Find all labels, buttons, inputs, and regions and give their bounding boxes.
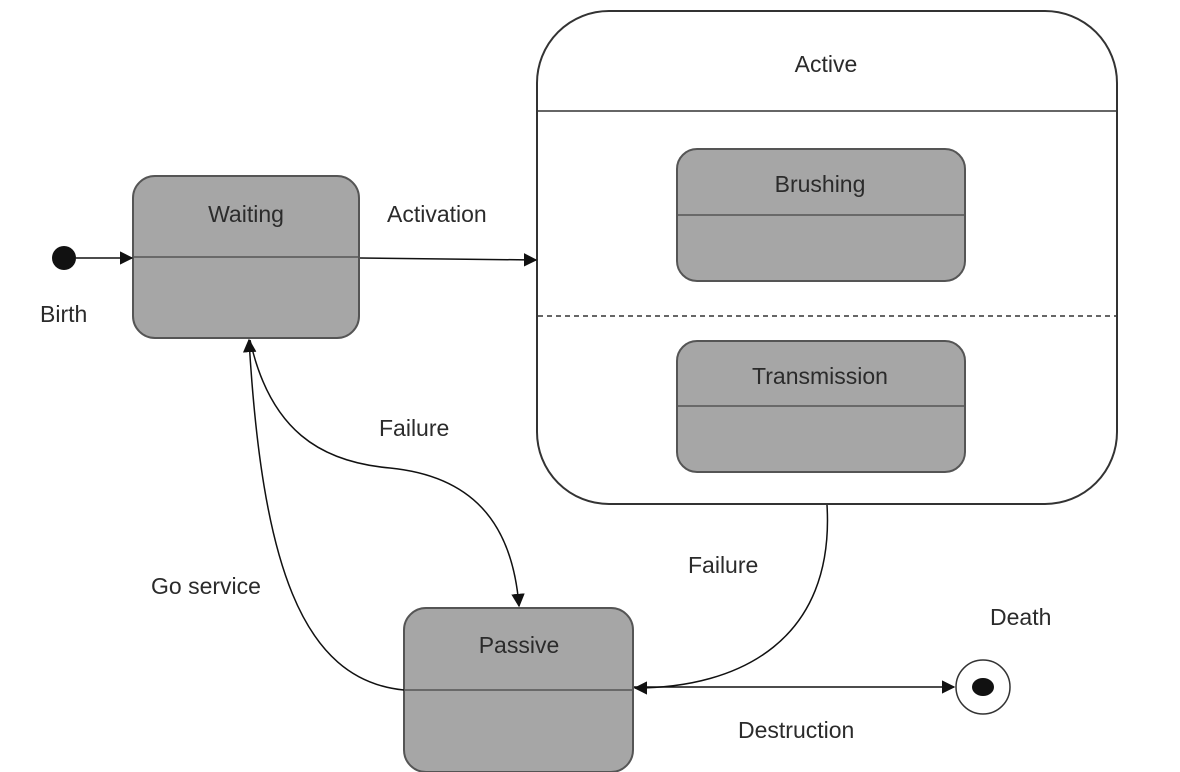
brushing-state-label: Brushing <box>775 171 866 197</box>
failure-from-waiting-edge <box>249 339 525 608</box>
activation-transition: Activation <box>359 201 538 267</box>
death-label: Death <box>990 604 1051 630</box>
initial-pseudostate: Birth <box>40 246 87 327</box>
brushing-state: Brushing <box>676 148 966 282</box>
failure-from-waiting-label: Failure <box>379 415 449 441</box>
activation-label: Activation <box>387 201 487 227</box>
transmission-state: Transmission <box>676 340 966 473</box>
waiting-state: Waiting <box>132 175 360 339</box>
go-service-label: Go service <box>151 573 261 599</box>
passive-state-label: Passive <box>479 632 560 658</box>
failure-from-active-transition: Failure <box>633 504 829 695</box>
go-service-transition: Go service <box>151 338 405 691</box>
activation-edge <box>359 253 538 267</box>
birth-label: Birth <box>40 301 87 327</box>
failure-from-active-edge <box>633 504 829 695</box>
transmission-state-label: Transmission <box>752 363 888 389</box>
failure-from-waiting-transition: Failure <box>249 339 525 608</box>
final-node-dot <box>972 678 994 696</box>
passive-state: Passive <box>403 607 634 772</box>
active-state-label: Active <box>795 51 858 77</box>
waiting-state-label: Waiting <box>208 201 284 227</box>
failure-from-active-label: Failure <box>688 552 758 578</box>
go-service-edge <box>242 338 405 691</box>
initial-node <box>52 246 76 270</box>
destruction-label: Destruction <box>738 717 854 743</box>
final-pseudostate: Death <box>955 604 1051 715</box>
destruction-transition: Destruction <box>634 680 956 743</box>
